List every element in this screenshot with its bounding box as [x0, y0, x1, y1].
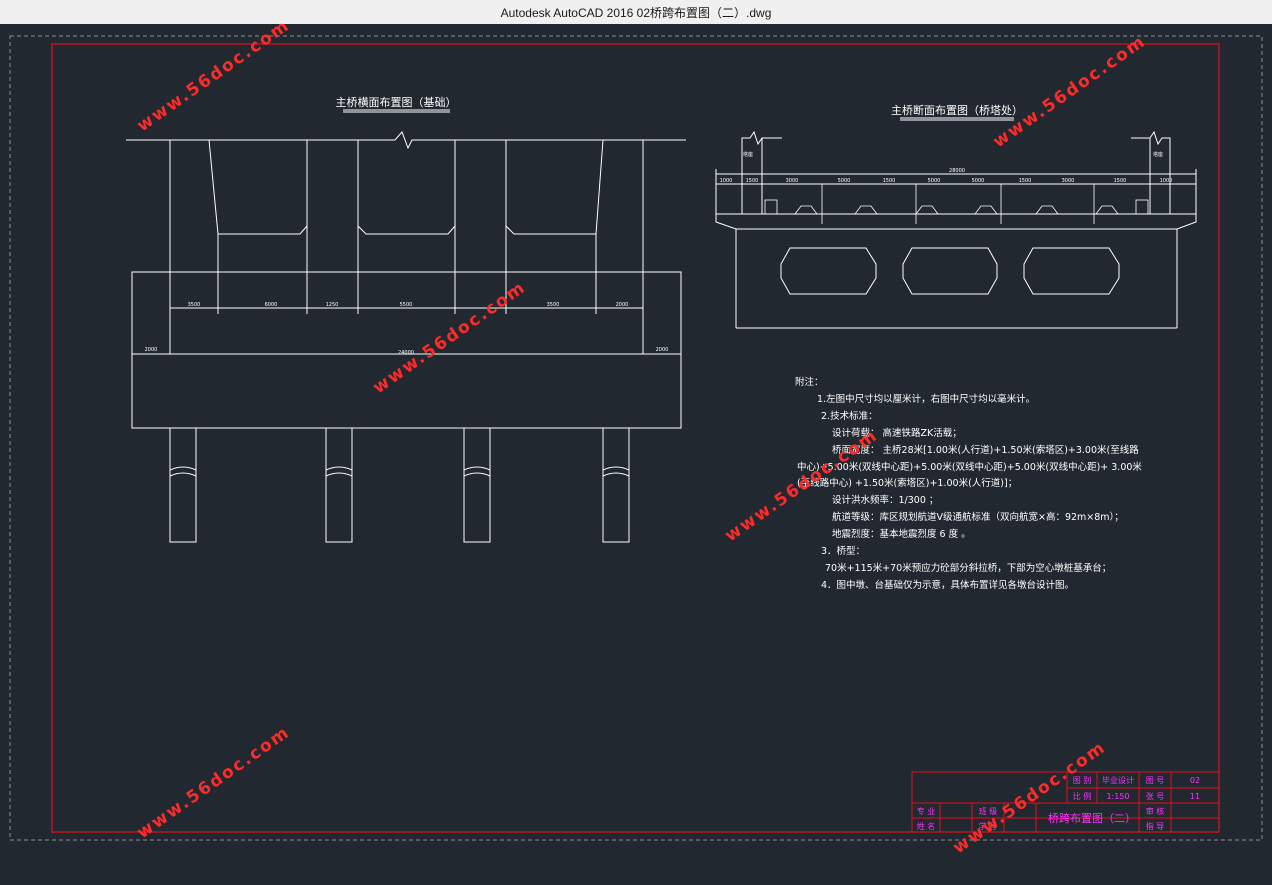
- left-cross-section: 主桥横面布置图（基础）: [126, 95, 686, 543]
- svg-text:1.左图中尺寸均以厘米计，右图中尺寸均以毫米计。: 1.左图中尺寸均以厘米计，右图中尺寸均以毫米计。: [817, 393, 1035, 405]
- svg-text:1500: 1500: [746, 178, 759, 184]
- svg-text:1000: 1000: [720, 178, 733, 184]
- svg-text:图 号: 图 号: [1146, 776, 1165, 785]
- svg-text:3500: 3500: [547, 302, 560, 308]
- svg-text:2000: 2000: [616, 302, 629, 308]
- svg-text:航道等级：库区规划航道Ⅴ级通航标准（双向航宽×高：92m×8: 航道等级：库区规划航道Ⅴ级通航标准（双向航宽×高：92m×8m）；: [832, 511, 1124, 523]
- title-block: [911, 771, 1220, 833]
- svg-text:比 例: 比 例: [1073, 791, 1092, 801]
- notes-heading: 附注：: [795, 376, 824, 388]
- svg-text:张 号: 张 号: [1146, 792, 1165, 801]
- left-dimensions: 3500 6000 1250 5500 3500 2000 2000 24000…: [145, 302, 669, 356]
- left-view-title: 主桥横面布置图（基础）: [336, 95, 457, 109]
- drawing-frame: [51, 43, 1220, 833]
- right-dimensions: 28000 1000 1500 3000 5000 1500 5000 5000…: [720, 151, 1173, 184]
- svg-text:(至线路中心) +1.50米(索塔区)+1.00米(人行道): (至线路中心) +1.50米(索塔区)+1.00米(人行道)]；: [797, 477, 1017, 489]
- svg-text:姓 名: 姓 名: [917, 821, 936, 831]
- svg-text:2000: 2000: [145, 347, 158, 353]
- svg-text:班 级: 班 级: [979, 806, 998, 816]
- svg-text:1500: 1500: [1019, 178, 1032, 184]
- svg-text:2.技术标准：: 2.技术标准：: [821, 410, 878, 422]
- svg-text:毕业设计: 毕业设计: [1102, 775, 1134, 785]
- svg-text:塔座: 塔座: [1153, 151, 1163, 158]
- drawing-name: 桥跨布置图（二）: [1048, 812, 1136, 825]
- svg-text:5500: 5500: [400, 302, 413, 308]
- window-title: Autodesk AutoCAD 2016 02桥跨布置图（二）.dwg: [500, 5, 772, 20]
- svg-text:11: 11: [1190, 792, 1200, 801]
- svg-text:3．桥型：: 3．桥型：: [821, 545, 865, 557]
- svg-text:1500: 1500: [883, 178, 896, 184]
- window-titlebar: Autodesk AutoCAD 2016 02桥跨布置图（二）.dwg: [0, 0, 1272, 24]
- svg-text:5000: 5000: [838, 178, 851, 184]
- svg-text:桥面宽度： 主桥28米[1.00米(人行道)+1.50米(: 桥面宽度： 主桥28米[1.00米(人行道)+1.50米(索塔区)+3.00米(…: [832, 444, 1139, 456]
- svg-text:专 业: 专 业: [917, 806, 936, 816]
- sheet-boundary: [9, 35, 1263, 841]
- svg-text:70米+115米+70米预应力砼部分斜拉桥，下部为空心墩桩基: 70米+115米+70米预应力砼部分斜拉桥，下部为空心墩桩基承台；: [825, 562, 1111, 574]
- svg-text:审 核: 审 核: [1146, 806, 1165, 816]
- watermarks: www.56doc.com www.56doc.com www.56doc.co…: [133, 15, 1150, 858]
- svg-text:设计荷载： 高速铁路ZK活载；: 设计荷载： 高速铁路ZK活载；: [832, 427, 962, 439]
- svg-text:塔座: 塔座: [743, 151, 753, 158]
- watermark: www.56doc.com: [133, 24, 294, 136]
- watermark: www.56doc.com: [369, 277, 530, 398]
- svg-text:02: 02: [1190, 776, 1200, 785]
- svg-text:图 别: 图 别: [1073, 776, 1092, 785]
- notes-block: 附注： 1.左图中尺寸均以厘米计，右图中尺寸均以毫米计。 2.技术标准： 设计荷…: [795, 376, 1142, 591]
- drawing-canvas[interactable]: 主桥横面布置图（基础）: [0, 15, 1272, 881]
- svg-text:24000: 24000: [398, 350, 414, 356]
- svg-text:2000: 2000: [656, 347, 669, 353]
- svg-text:3500: 3500: [188, 302, 201, 308]
- watermark: www.56doc.com: [133, 722, 294, 843]
- right-view-title: 主桥断面布置图（桥塔处）: [891, 103, 1023, 117]
- svg-text:设计洪水频率：1/300 ；: 设计洪水频率：1/300 ；: [832, 494, 938, 506]
- svg-text:中心)+5.00米(双线中心距)+5.00米(双线中心距)+: 中心)+5.00米(双线中心距)+5.00米(双线中心距)+5.00米(双线中心…: [797, 461, 1142, 473]
- svg-text:1500: 1500: [1114, 178, 1127, 184]
- svg-text:1:150: 1:150: [1106, 792, 1129, 801]
- svg-text:5000: 5000: [972, 178, 985, 184]
- svg-text:学 号: 学 号: [979, 821, 998, 831]
- svg-text:5000: 5000: [928, 178, 941, 184]
- svg-text:地震烈度：基本地震烈度 6 度 。: 地震烈度：基本地震烈度 6 度 。: [832, 528, 971, 540]
- svg-text:3000: 3000: [1062, 178, 1075, 184]
- title-block-text: 图 别 毕业设计 图 号 02 比 例 1:150 张 号 11 专 业 姓 名…: [917, 775, 1200, 831]
- svg-text:1250: 1250: [326, 302, 339, 308]
- svg-text:4．图中墩、台基础仅为示意，具体布置详见各墩台设计图。: 4．图中墩、台基础仅为示意，具体布置详见各墩台设计图。: [821, 579, 1074, 591]
- svg-text:3000: 3000: [786, 178, 799, 184]
- svg-text:1000: 1000: [1160, 178, 1173, 184]
- svg-text:28000: 28000: [949, 168, 965, 174]
- watermark: www.56doc.com: [989, 31, 1150, 152]
- svg-text:6000: 6000: [265, 302, 278, 308]
- right-cross-section: 主桥断面布置图（桥塔处）: [715, 103, 1197, 329]
- svg-text:指 导: 指 导: [1146, 821, 1165, 831]
